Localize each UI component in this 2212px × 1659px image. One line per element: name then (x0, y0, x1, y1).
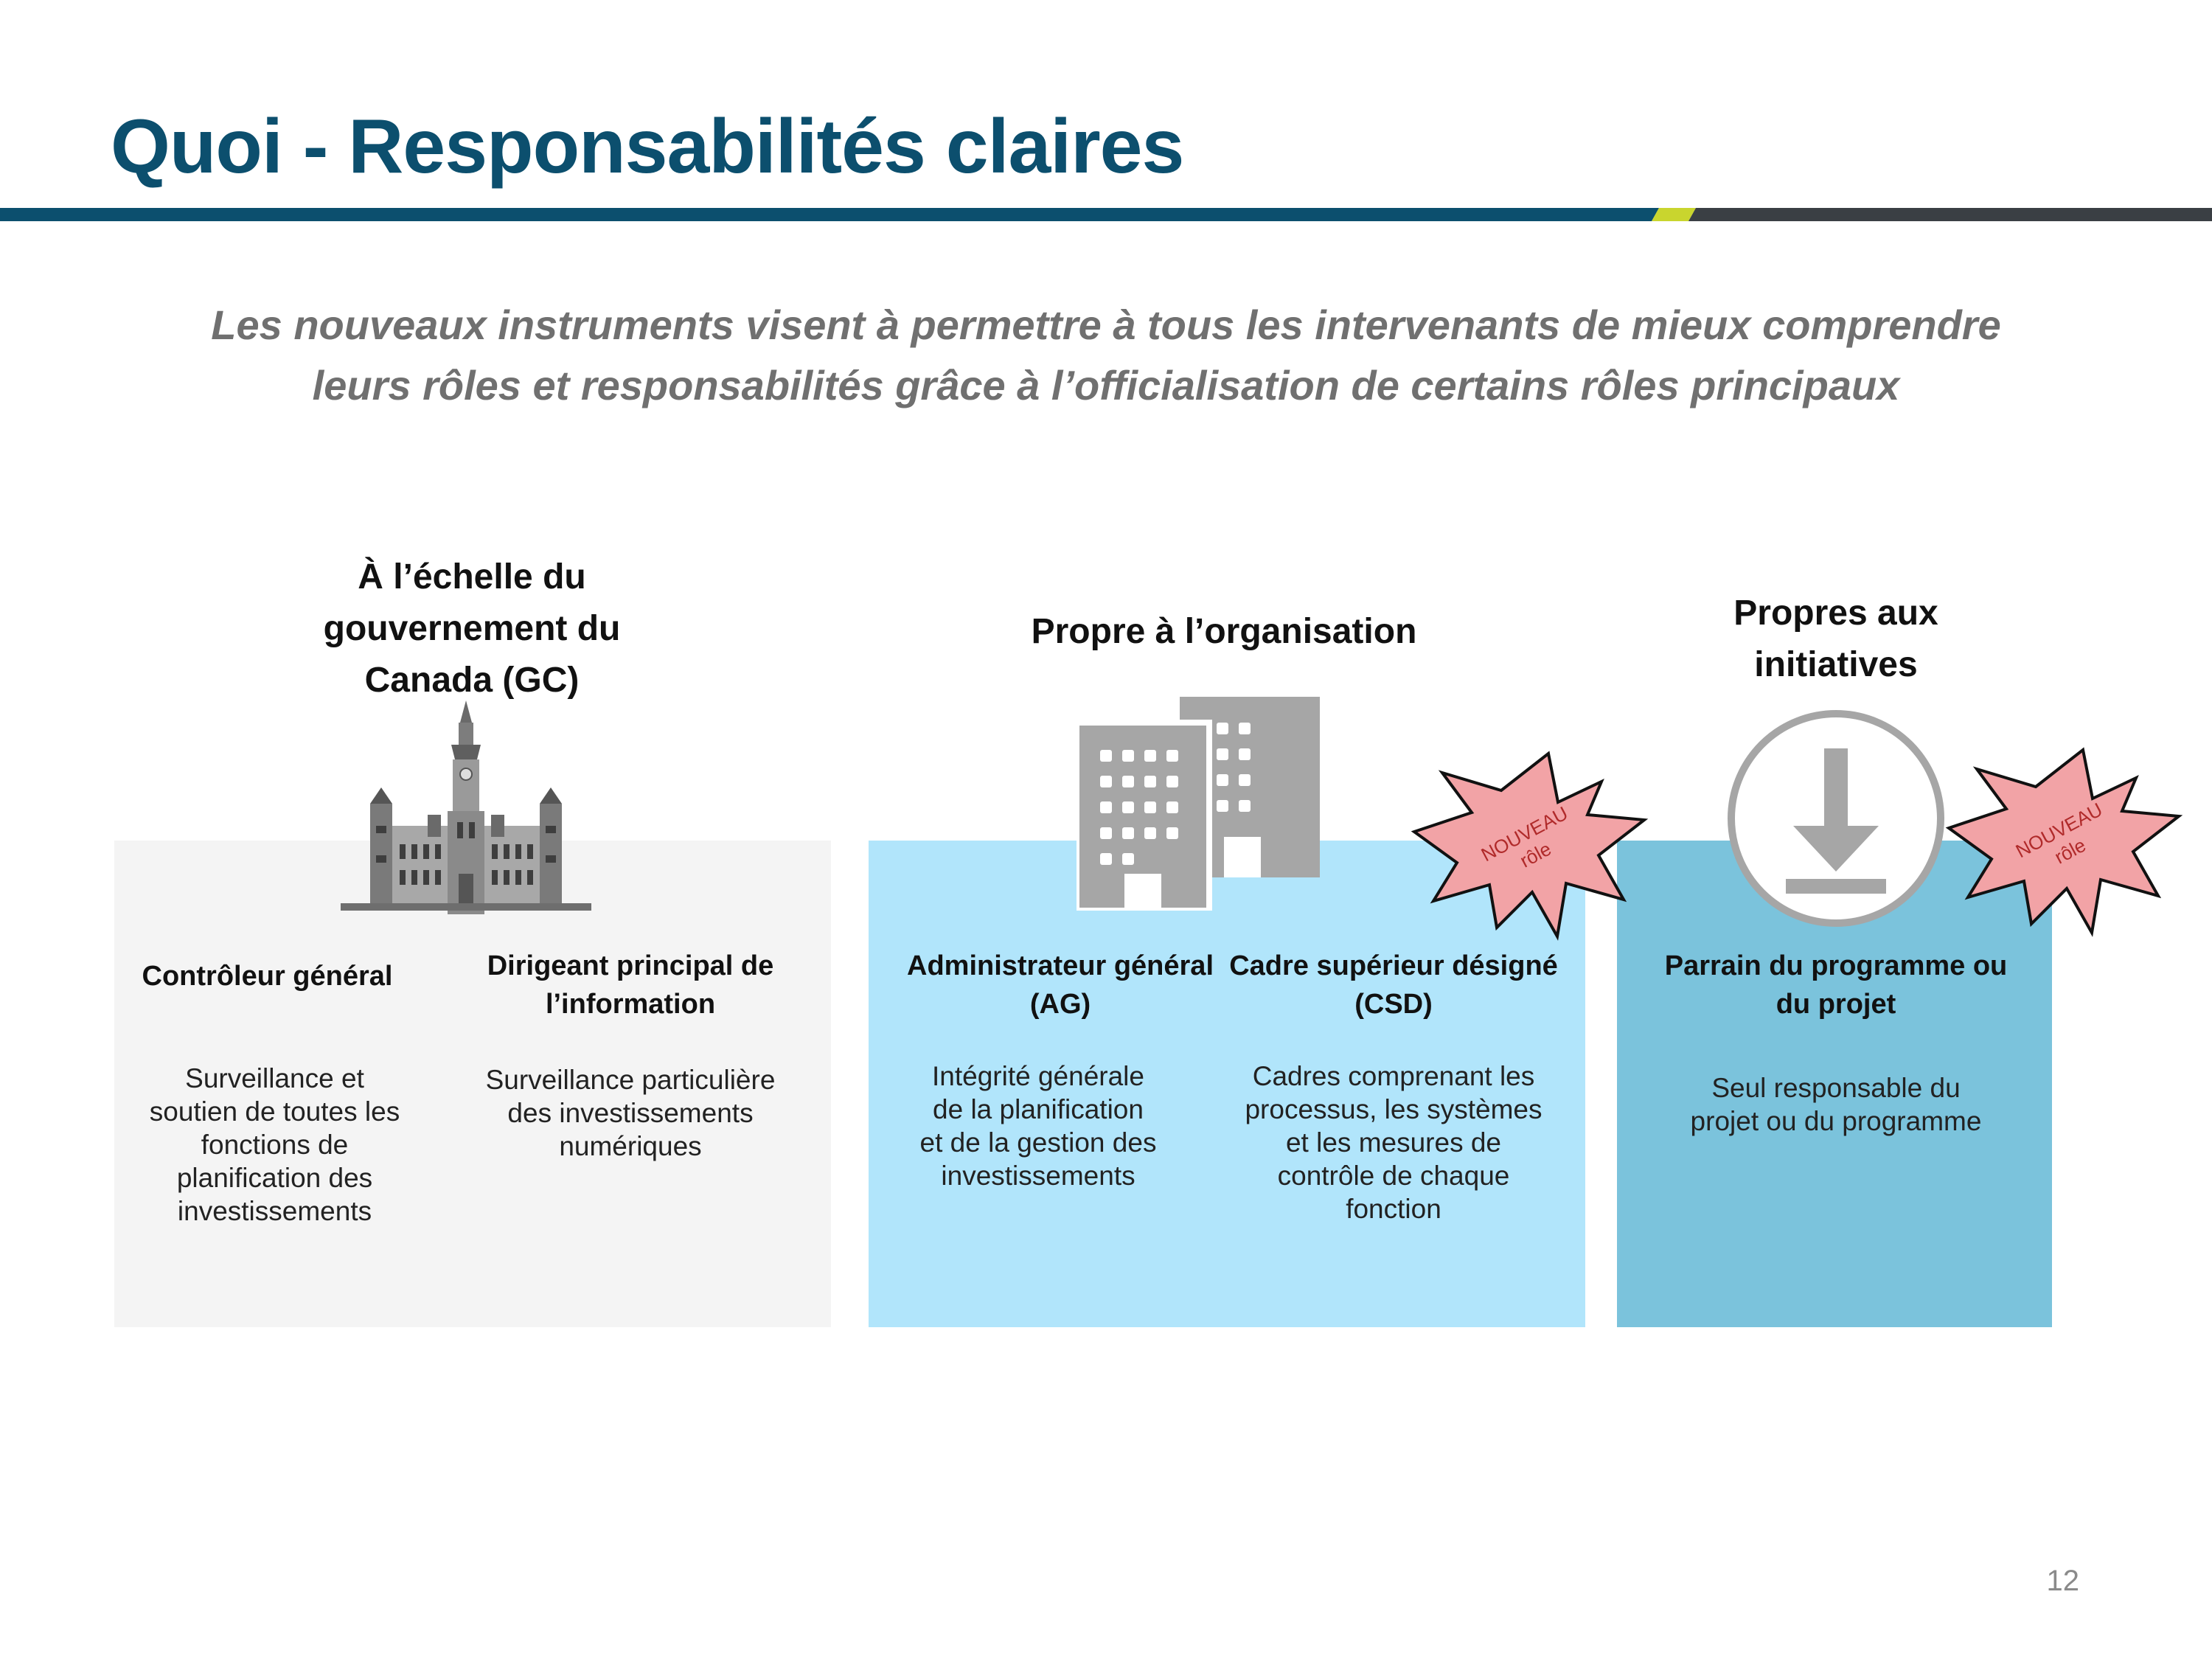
description-line: processus, les systèmes (1245, 1094, 1543, 1124)
role-description-parrain-programme-projet: Seul responsable du projet ou du program… (1644, 1071, 2028, 1138)
description-line: Surveillance particulière (485, 1065, 776, 1095)
subtitle-line: Les nouveaux instruments visent à permet… (211, 302, 2001, 348)
role-title-controleur-general: Contrôleur général (142, 961, 393, 992)
description-line: planification des (176, 1163, 373, 1193)
role-description-dirigeant-principal-information: Surveillance particulière des investisse… (461, 1063, 800, 1163)
heading-line: initiatives (1754, 645, 1918, 684)
title-line: l’information (545, 989, 716, 1020)
role-title-administrateur-general: Administrateur général (AG) (898, 947, 1222, 1023)
starburst-icon (1411, 751, 1649, 941)
description-line: des investissements (507, 1098, 754, 1128)
heading-line: gouvernement du (323, 609, 621, 648)
heading-line: À l’échelle du (358, 557, 586, 597)
role-title-dirigeant-principal-information: Dirigeant principal de l’information (461, 947, 800, 1023)
description-line: Seul responsable du (1711, 1073, 1961, 1103)
description-line: et les mesures de (1285, 1127, 1502, 1158)
role-description-administrateur-general: Intégrité générale de la planification e… (898, 1060, 1178, 1192)
description-line: investissements (177, 1196, 372, 1226)
title-divider (0, 208, 2212, 221)
title-line: Administrateur général (907, 950, 1214, 981)
panel-government (114, 841, 831, 1327)
description-line: projet ou du programme (1690, 1106, 1982, 1136)
section-heading-government: À l’échelle du gouvernement du Canada (G… (251, 552, 693, 706)
title-line: Parrain du programme ou (1664, 950, 2008, 981)
role-description-controleur-general: Surveillance et soutien de toutes les fo… (125, 1062, 424, 1228)
new-role-badge: NOUVEAU rôle (1408, 745, 1652, 944)
title-line: (AG) (1029, 989, 1091, 1020)
title-line: du projet (1775, 989, 1896, 1020)
subtitle-line: leurs rôles et responsabilités grâce à l… (312, 362, 1900, 408)
description-line: investissements (941, 1161, 1135, 1191)
description-line: Surveillance et (185, 1063, 364, 1093)
panel-organization (869, 841, 1585, 1327)
page-number: 12 (2046, 1565, 2080, 1597)
description-line: de la planification (933, 1094, 1144, 1124)
description-line: Cadres comprenant les (1252, 1061, 1535, 1091)
heading-line: Canada (GC) (364, 661, 580, 700)
office-building-icon (1077, 697, 1320, 911)
parliament-icon (341, 700, 591, 914)
description-line: numériques (559, 1131, 702, 1161)
new-role-badge: NOUVEAU rôle (1943, 741, 2186, 940)
role-description-cadre-superieur-designe: Cadres comprenant les processus, les sys… (1224, 1060, 1563, 1225)
section-heading-initiatives: Propres aux initiatives (1644, 588, 2028, 691)
role-title-cadre-superieur-designe: Cadre supérieur désigné (CSD) (1224, 947, 1563, 1023)
title-line: Cadre supérieur désigné (1229, 950, 1558, 981)
section-heading-organization: Propre à l’organisation (1031, 612, 1417, 651)
title-line: (CSD) (1354, 989, 1433, 1020)
subtitle: Les nouveaux instruments visent à permet… (103, 295, 2109, 416)
description-line: soutien de toutes les (149, 1096, 400, 1127)
title-line: Dirigeant principal de (487, 950, 774, 981)
download-icon (1728, 710, 1944, 927)
description-line: fonction (1346, 1194, 1441, 1224)
description-line: Intégrité générale (932, 1061, 1144, 1091)
description-line: et de la gestion des (919, 1127, 1157, 1158)
role-title-parrain-programme-projet: Parrain du programme ou du projet (1644, 947, 2028, 1023)
description-line: fonctions de (201, 1130, 349, 1160)
starburst-icon (1945, 747, 2183, 937)
slide-title: Quoi - Responsabilités claires (111, 104, 1184, 189)
description-line: contrôle de chaque (1277, 1161, 1510, 1191)
heading-line: Propres aux (1733, 594, 1938, 633)
